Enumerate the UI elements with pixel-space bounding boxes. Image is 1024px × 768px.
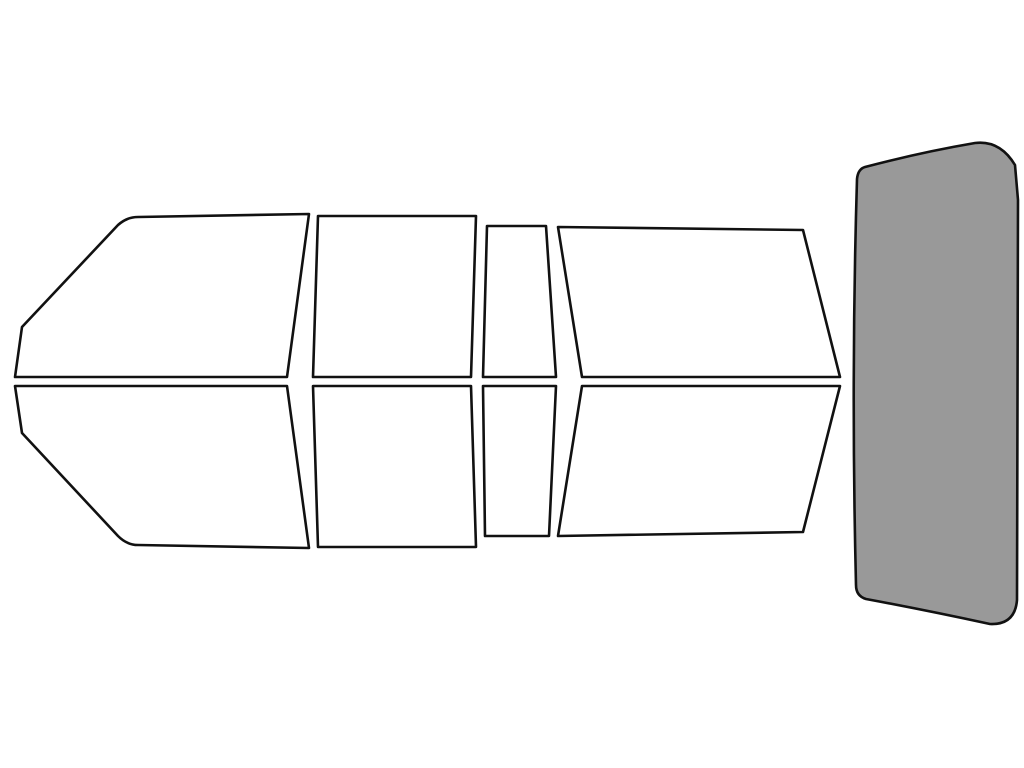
pane-right-quarter-lower[interactable] — [481, 384, 558, 538]
pane-front-right-lower[interactable] — [13, 384, 311, 550]
pane-rear-windshield[interactable] — [852, 141, 1020, 626]
pane-left-quarter-upper[interactable] — [481, 224, 558, 379]
pane-rear-left-side-upper[interactable] — [556, 225, 842, 379]
pane-rear-right-door-lower[interactable] — [311, 384, 478, 549]
pane-rear-right-side-lower[interactable] — [556, 384, 842, 538]
pane-front-left-upper[interactable] — [13, 212, 311, 379]
pane-rear-left-door-upper[interactable] — [311, 214, 478, 379]
